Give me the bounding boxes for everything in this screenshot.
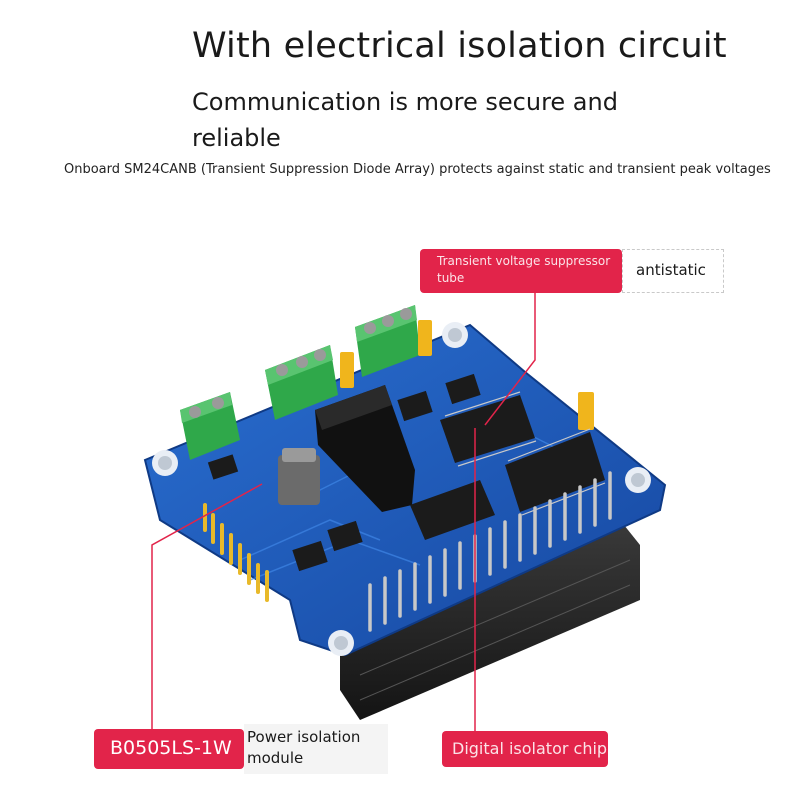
screw-terminal-1 [180, 392, 240, 460]
digital-isolator-callout: Digital isolator chip [442, 731, 608, 767]
gpio-pins-left [203, 503, 269, 602]
page-subtitle: Communication is more secure and reliabl… [192, 88, 618, 152]
tvs-callout-note: antistatic [622, 249, 724, 293]
screw-terminal-3 [355, 305, 420, 377]
tvs-callout-label: Transient voltage suppressor tube [420, 249, 622, 293]
page-title: With electrical isolation circuit [192, 26, 727, 66]
power-chip-callout: B0505LS-1W [94, 729, 244, 769]
female-header [340, 520, 640, 720]
chips [207, 373, 605, 572]
inductor [278, 448, 320, 505]
screw-terminal-2 [265, 345, 338, 420]
power-isolation-module [315, 385, 415, 512]
callout-leaders [151, 293, 536, 745]
gpio-pins-front [368, 471, 612, 632]
feature-description: Onboard SM24CANB (Transient Suppression … [64, 162, 771, 177]
jumper-yellow [340, 320, 594, 430]
power-isolation-description: Power isolation module [244, 724, 388, 774]
